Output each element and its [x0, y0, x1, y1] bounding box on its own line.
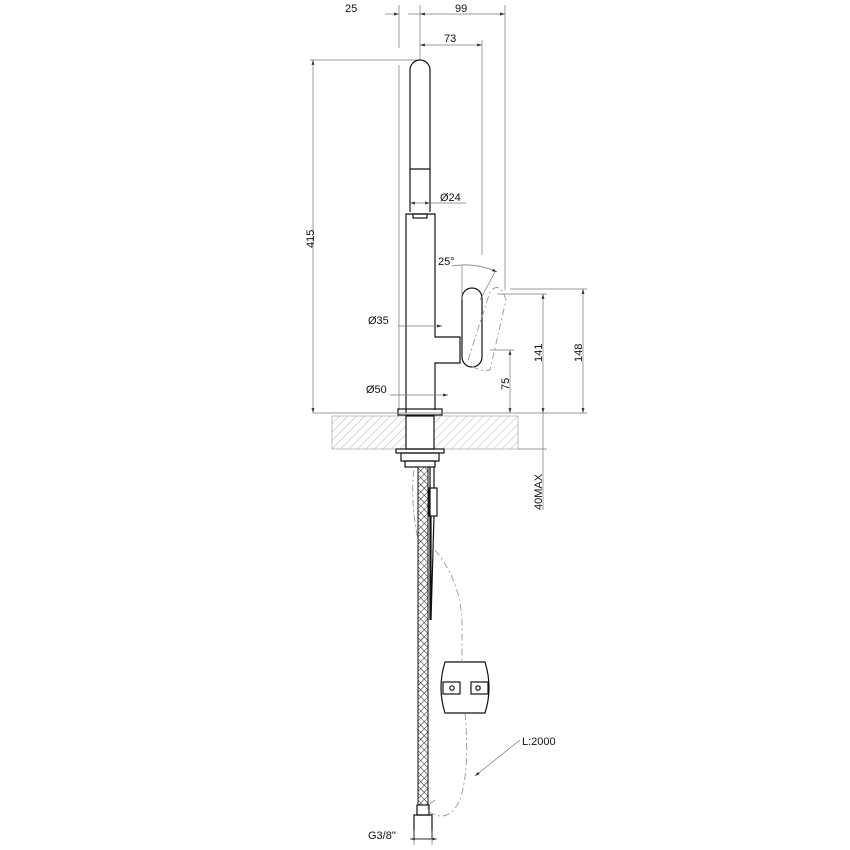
height-dimension: 415 — [305, 59, 420, 413]
hose-callouts: L:2000 G3/8" — [368, 736, 556, 845]
dim-415-label: 415 — [305, 230, 317, 248]
hose-length-label: L:2000 — [522, 736, 556, 748]
right-dimensions: 148 141 75 40MAX — [313, 288, 587, 510]
dim-d50-label: Ø50 — [366, 384, 387, 396]
faucet-body — [397, 59, 507, 416]
control-box — [440, 661, 490, 714]
dim-75-label: 75 — [500, 378, 512, 390]
dim-25-label: 25 — [345, 3, 357, 15]
top-dimensions: 25 99 73 — [345, 3, 506, 290]
diameter-dimensions: Ø24 Ø35 Ø50 — [366, 192, 466, 397]
dim-99-label: 99 — [455, 3, 467, 15]
angle-dimension: 25° — [438, 256, 498, 301]
dim-40max-label: 40MAX — [533, 473, 545, 510]
supply-hose — [412, 466, 468, 840]
connection-label: G3/8" — [368, 830, 396, 842]
dim-25deg-label: 25° — [438, 256, 455, 268]
countertop-section — [331, 415, 519, 468]
dim-141-label: 141 — [533, 344, 545, 362]
dim-d24-label: Ø24 — [440, 192, 461, 204]
dim-148-label: 148 — [573, 344, 585, 362]
dim-d35-label: Ø35 — [368, 315, 389, 327]
dim-73-label: 73 — [444, 33, 456, 45]
